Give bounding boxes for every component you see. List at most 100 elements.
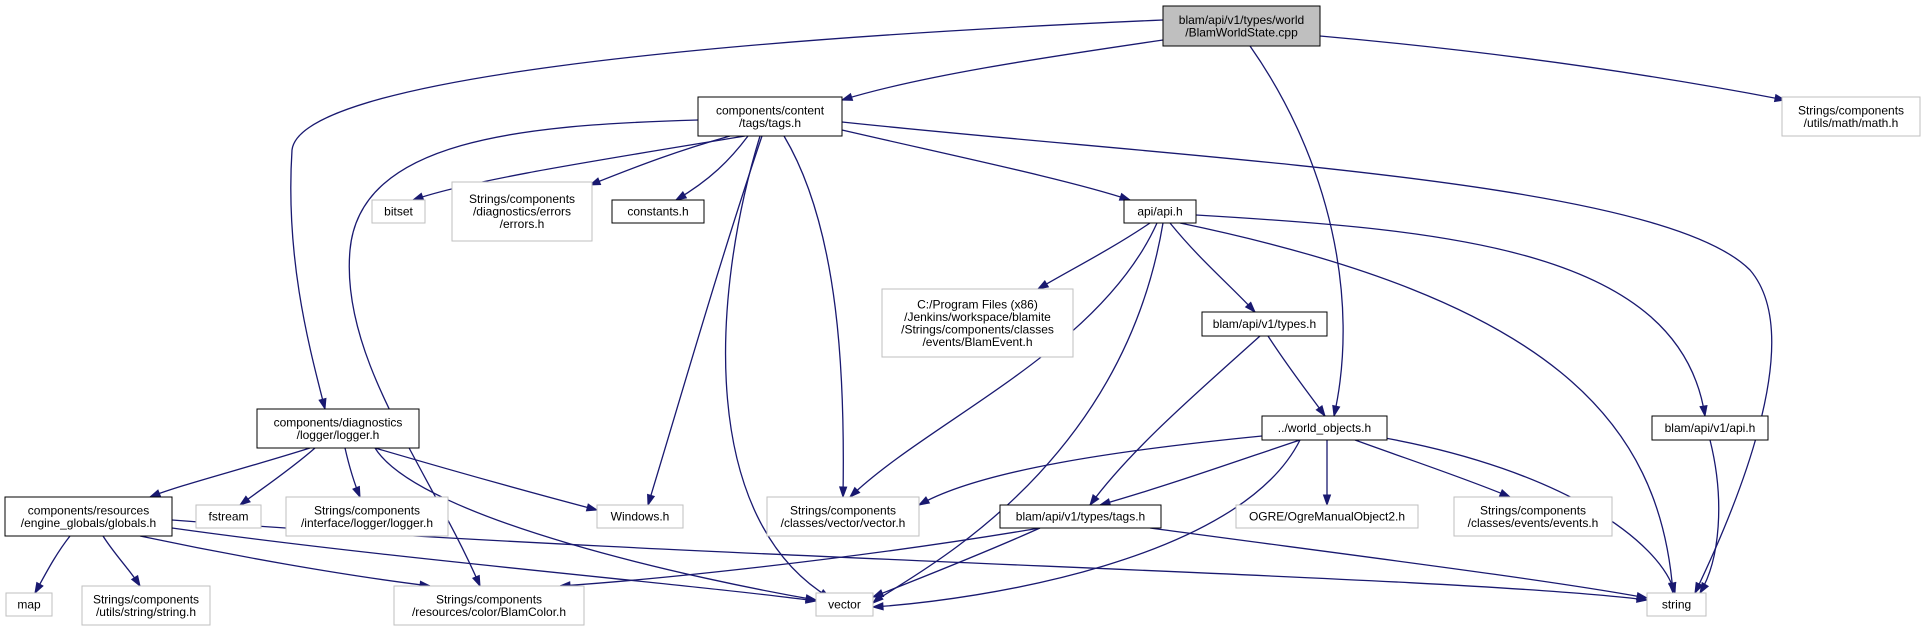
edge-line [290, 19, 1164, 410]
edge-arrowhead [471, 574, 481, 588]
edge-arrowhead [130, 574, 141, 588]
edge-line [239, 447, 316, 506]
node-math-h[interactable]: Strings/components/utils/math/math.h [1781, 96, 1921, 137]
edge-tags-h-to-vector-h [783, 135, 848, 499]
edge-tags-h-to-blamcolor-h [348, 119, 699, 588]
edge-line [1249, 45, 1344, 417]
edge-root-to-tags-h [840, 39, 1164, 101]
edge-api-h-to-vector [871, 222, 1164, 604]
node-label-line: Strings/components [93, 592, 199, 606]
node-events-h[interactable]: Strings/components/classes/events/events… [1453, 496, 1613, 537]
node-label-line: blam/api/v1/types/tags.h [1016, 510, 1145, 524]
edge-arrowhead [674, 191, 688, 201]
node-bitset[interactable]: bitset [371, 199, 426, 224]
edge-world-objects-h-to-events-h [1354, 439, 1512, 498]
edge-line [559, 527, 1041, 587]
node-box [697, 96, 843, 137]
edge-line [872, 527, 1041, 598]
edge-arrowhead [238, 495, 251, 506]
edge-types-tags-h-to-string [1149, 527, 1649, 601]
node-label-line: /logger/logger.h [297, 428, 380, 442]
edge-arrowhead [148, 489, 162, 498]
edge-v1-api-h-to-string [1699, 439, 1720, 595]
node-logger-h[interactable]: components/diagnostics/logger/logger.h [256, 408, 420, 449]
node-box [393, 585, 585, 626]
node-fstream[interactable]: fstream [195, 504, 262, 529]
edge-arrowhead [1668, 581, 1677, 595]
node-box [1123, 199, 1197, 224]
edge-world-objects-h-to-vector [871, 439, 1301, 611]
node-errors-h[interactable]: Strings/components/diagnostics/errors/er… [451, 181, 593, 242]
node-string[interactable]: string [1646, 592, 1707, 617]
edge-logger-h-to-globals-h [148, 447, 311, 498]
node-constants-h[interactable]: constants.h [611, 199, 705, 224]
node-label-line: /Jenkins/workspace/blamite [904, 310, 1051, 324]
node-tags-h[interactable]: components/content/tags/tags.h [697, 96, 843, 137]
node-types-h[interactable]: blam/api/v1/types.h [1201, 311, 1328, 337]
node-blamevent-h[interactable]: C:/Program Files (x86)/Jenkins/workspace… [881, 288, 1074, 358]
node-box [611, 199, 705, 224]
node-windows-h[interactable]: Windows.h [596, 504, 684, 529]
node-label-line: fstream [208, 510, 248, 524]
edge-api-h-to-string [1179, 222, 1677, 595]
node-label-line: blam/api/v1/types/world [1179, 13, 1304, 27]
edge-tags-h-to-errors-h [588, 135, 731, 186]
edge-arrowhead [318, 397, 327, 411]
node-string-h[interactable]: Strings/components/utils/string/string.h [81, 585, 211, 626]
node-box [766, 496, 920, 537]
edge-arrowhead [1699, 581, 1710, 595]
node-label-line: C:/Program Files (x86) [917, 297, 1038, 311]
edge-arrowhead [1244, 301, 1257, 314]
node-label-line: ../world_objects.h [1278, 421, 1371, 435]
edge-arrowhead [34, 581, 44, 595]
edge-line [918, 435, 1263, 506]
edge-arrowhead [1694, 581, 1704, 595]
node-box [1261, 415, 1388, 441]
node-box [1162, 5, 1321, 47]
edge-root-to-logger-h [290, 19, 1164, 411]
node-api-h[interactable]: api/api.h [1123, 199, 1197, 224]
node-box [285, 496, 449, 537]
node-vector[interactable]: vector [815, 592, 874, 617]
node-ogre-h[interactable]: OGRE/OgreManualObject2.h [1235, 504, 1419, 529]
edge-globals-h-to-map [34, 535, 71, 595]
node-label-line: map [17, 598, 41, 612]
node-label-line: OGRE/OgreManualObject2.h [1249, 510, 1405, 524]
node-types-tags-h[interactable]: blam/api/v1/types/tags.h [999, 504, 1162, 529]
node-v1-api-h[interactable]: blam/api/v1/api.h [1651, 415, 1769, 441]
node-label-line: /events/BlamEvent.h [922, 335, 1032, 349]
node-label-line: components/diagnostics [274, 415, 403, 429]
node-root[interactable]: blam/api/v1/types/world/BlamWorldState.c… [1162, 5, 1321, 47]
node-label-line: /interface/logger/logger.h [301, 516, 433, 530]
node-label-line: /tags/tags.h [739, 116, 801, 130]
edge-line [849, 222, 1158, 498]
node-box [195, 504, 262, 529]
edge-arrowhead [871, 602, 884, 611]
node-label-line: /BlamWorldState.cpp [1185, 25, 1298, 39]
node-box [1201, 311, 1328, 337]
edge-arrowhead [1089, 494, 1100, 507]
edge-arrowhead [1635, 591, 1649, 601]
edge-arrowhead [647, 493, 656, 507]
node-blamcolor-h[interactable]: Strings/components/resources/color/BlamC… [393, 585, 585, 626]
node-map[interactable]: map [5, 592, 53, 617]
edge-line [412, 135, 746, 201]
edge-arrowhead [1036, 280, 1050, 290]
edge-types-h-to-types-tags-h [1089, 335, 1261, 507]
edge-line [348, 119, 699, 587]
edge-line [1037, 222, 1151, 290]
node-box [1646, 592, 1707, 617]
edge-line [1319, 35, 1786, 101]
node-iface-logger-h[interactable]: Strings/components/interface/logger/logg… [285, 496, 449, 537]
node-label-line: /errors.h [500, 217, 545, 231]
node-vector-h[interactable]: Strings/components/classes/vector/vector… [766, 496, 920, 537]
node-globals-h[interactable]: components/resources/engine_globals/glob… [4, 496, 173, 537]
node-label-line: string [1662, 598, 1691, 612]
node-label-line: Strings/components [1798, 103, 1904, 117]
node-box [1235, 504, 1419, 529]
node-world-objects-h[interactable]: ../world_objects.h [1261, 415, 1388, 441]
node-box [4, 496, 173, 537]
edge-line [783, 135, 844, 498]
edge-types-tags-h-to-vector [871, 527, 1041, 598]
